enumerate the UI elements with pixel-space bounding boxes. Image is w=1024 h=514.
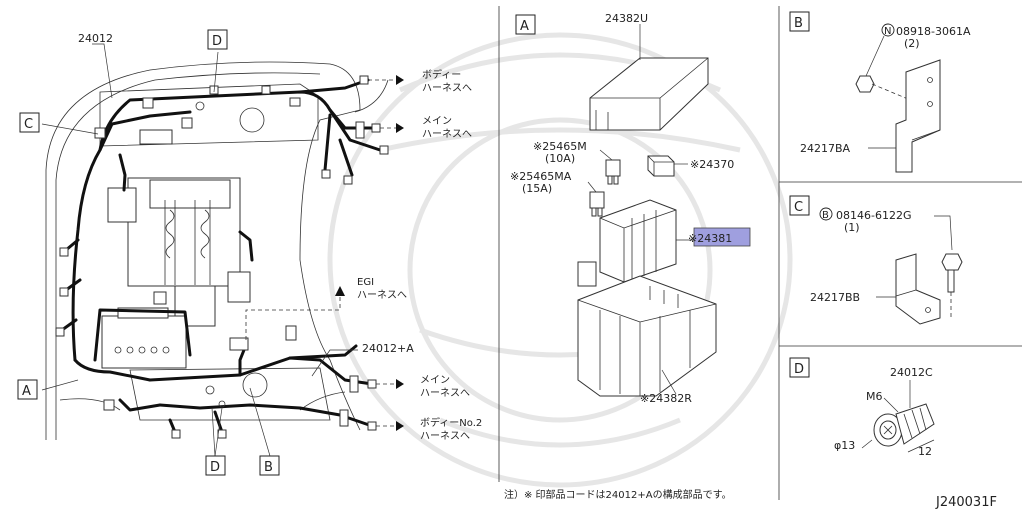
fuse-15a-code: ※25465MA — [510, 170, 572, 183]
fuse-box-case — [577, 275, 717, 397]
callout-d-bottom-letter: D — [210, 460, 220, 475]
clip-drawing — [873, 403, 935, 447]
callout-box-b[interactable]: B — [259, 455, 280, 476]
fuse-10a-rating: (10A) — [545, 152, 575, 165]
relay-label: ※24370 — [690, 158, 734, 171]
watermark — [327, 32, 793, 488]
footnote: 注）※ 印部品コードは24012+Aの構成部品です。 — [504, 488, 732, 501]
cover-part-label: 24382U — [605, 12, 648, 25]
engine-bay — [45, 61, 389, 440]
callout-leaders — [41, 43, 358, 457]
callout-box-c[interactable]: C — [19, 112, 40, 133]
fuse-10a — [605, 159, 621, 185]
conn-egi-line2: ハーネスへ — [357, 289, 407, 301]
panel-a: A 24382U ※25465M (10A) ※25465MA (15A) — [510, 12, 751, 405]
callout-box-d-bottom[interactable]: D — [205, 455, 226, 476]
panel-dividers — [498, 6, 1022, 500]
nut-part-label: 08918-3061A — [896, 25, 971, 38]
callout-box-d-top[interactable]: D — [207, 29, 228, 50]
nut-prefix-symbol: N — [884, 26, 891, 37]
panel-c: C B 08146-6122G (1) 24217BB — [789, 195, 963, 325]
diagram-id: J240031F — [935, 495, 997, 510]
callout-d-top-letter: D — [212, 34, 222, 49]
relay — [647, 155, 675, 177]
fuse-15a — [589, 191, 605, 217]
conn-body-line1: ボディー — [422, 68, 461, 81]
clip-part-label: 24012C — [890, 366, 933, 379]
panel-b-title: B — [794, 16, 803, 31]
conn-egi-line1: EGI — [357, 277, 374, 288]
connection-leaders — [245, 75, 404, 431]
panel-b: B N 08918-3061A (2) 24217BA — [789, 11, 971, 173]
harness-main-label: 24012 — [78, 32, 113, 45]
bracket-c-label: 24217BB — [810, 291, 860, 304]
fuse-15a-rating: (15A) — [522, 182, 552, 195]
block-label: ※24381 — [688, 232, 732, 245]
thread-size-label: M6 — [866, 390, 883, 403]
nut-qty: (2) — [904, 37, 920, 50]
diameter-label: φ13 — [834, 439, 855, 452]
conn-main-top-line2: ハーネスへ — [422, 128, 472, 140]
harness-sub-label: 24012+A — [362, 342, 414, 355]
callout-c-letter: C — [24, 117, 33, 132]
callout-b-letter: B — [264, 460, 273, 475]
conn-main-top-line1: メイン — [422, 116, 452, 127]
panel-d: D 24012C M6 φ13 12 — [789, 357, 935, 458]
conn-body-no2-line1: ボディーNo.2 — [420, 416, 482, 429]
conn-body-no2-line2: ハーネスへ — [420, 430, 470, 442]
conn-main-bottom-line1: メイン — [420, 375, 450, 386]
block-highlight — [693, 227, 751, 247]
length-label: 12 — [918, 445, 932, 458]
conn-body-line2: ハーネスへ — [422, 82, 472, 94]
callout-box-a[interactable]: A — [17, 379, 38, 400]
bolt-prefix-symbol: B — [822, 210, 829, 221]
panel-a-title: A — [520, 19, 529, 34]
panel-d-title: D — [794, 362, 804, 377]
conn-main-bottom-line2: ハーネスへ — [420, 387, 470, 399]
fuse-block — [577, 199, 677, 287]
connectors — [55, 75, 389, 439]
case-label: ※24382R — [640, 392, 692, 405]
bolt-qty: (1) — [844, 221, 860, 234]
bracket-b-label: 24217BA — [800, 142, 851, 155]
bolt-part-label: 08146-6122G — [836, 209, 911, 222]
fuse-box-cover — [589, 57, 709, 131]
panel-c-title: C — [794, 200, 803, 215]
fuse-10a-code: ※25465M — [533, 140, 587, 153]
callout-a-letter: A — [22, 384, 31, 399]
